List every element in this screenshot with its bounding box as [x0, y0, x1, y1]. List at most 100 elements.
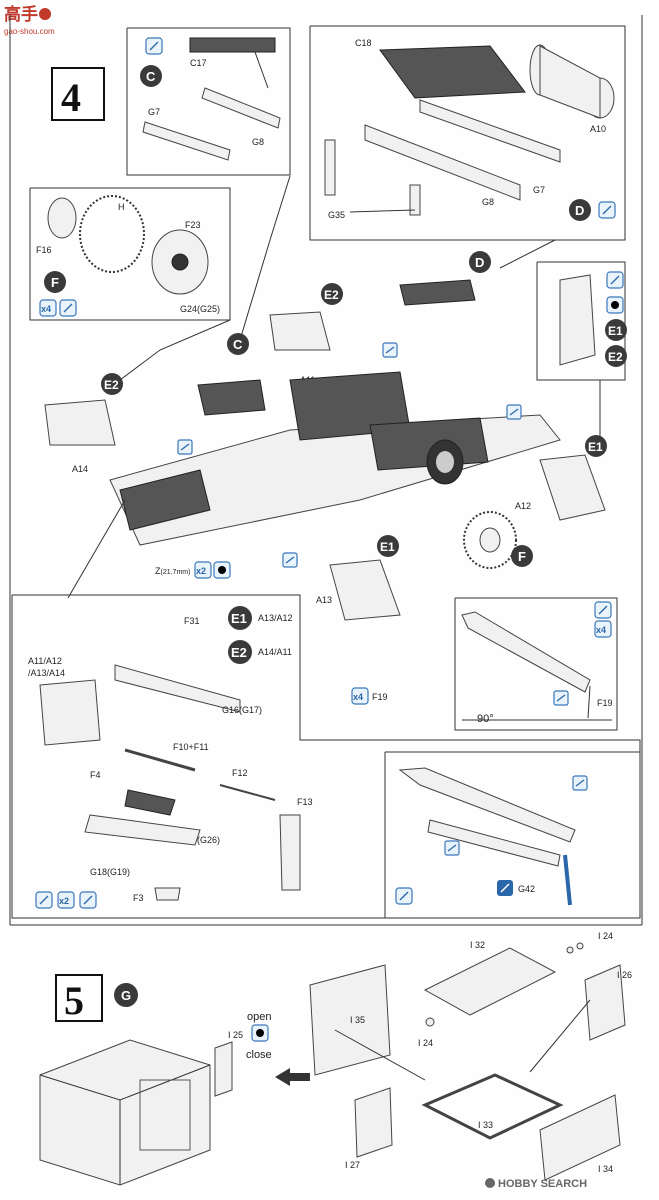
label-A14: A14: [72, 464, 88, 474]
code-c-circle: C: [140, 65, 162, 87]
subassembly-d-box: C18 A10 G7 G8 G35 D: [309, 25, 626, 241]
open-label: open: [247, 1011, 271, 1023]
shelter-container: [39, 1039, 211, 1186]
label-E2-pair: A14/A11: [258, 647, 292, 657]
code-d-circle: D: [569, 199, 591, 221]
outrigger-box: E1 E2: [536, 261, 627, 381]
sand-icon: [553, 690, 569, 706]
svg-text:C: C: [146, 69, 156, 84]
close-label: close: [246, 1049, 272, 1061]
svg-text:E1: E1: [608, 324, 623, 338]
code-d-circle: D: [469, 251, 491, 273]
glue-icon: [606, 271, 624, 289]
g42-detail-box: G42: [384, 751, 641, 919]
outrigger-detail-box: F31 E1 A13/A12 E2 A14/A11 A11/A12 /A13/A…: [11, 499, 641, 919]
label-C17: C17: [190, 58, 207, 68]
x4-icon: x4: [39, 299, 57, 317]
label-G16: G16(G17): [222, 705, 262, 715]
svg-text:E1: E1: [588, 440, 603, 454]
svg-text:C: C: [233, 337, 243, 352]
label-F31: F31: [184, 616, 200, 626]
code-g-circle: G: [114, 983, 138, 1007]
label-F4: F4: [90, 770, 101, 780]
label-E1-pair: A13/A12: [258, 613, 293, 623]
label-Z: Z(21.7mm): [155, 566, 190, 576]
watermark-hobbysearch: HOBBY SEARCH: [485, 1178, 587, 1190]
svg-text:x4: x4: [353, 692, 363, 702]
glue-icon: [594, 601, 612, 619]
code-f-circle: F: [511, 545, 533, 567]
step-5-number: 5: [64, 978, 84, 1023]
label-G35: G35: [328, 210, 345, 220]
svg-text:E1: E1: [231, 611, 247, 626]
label-I35: I 35: [350, 1015, 365, 1025]
label-I26: I 26: [617, 970, 632, 980]
label-F19-detail: F19: [597, 698, 613, 708]
watermark-site: gao-shou.com: [4, 27, 55, 36]
x4-icon: x4: [594, 620, 612, 638]
label-G42: G42: [518, 884, 535, 894]
svg-text:x4: x4: [41, 304, 51, 314]
sand-icon: [382, 342, 398, 358]
subassembly-c-box: C C17 G7 G8: [126, 27, 291, 176]
code-e1-circle: E1: [377, 535, 399, 557]
f19-detail-box: x4 90° F19: [454, 597, 618, 731]
label-I24-top: I 24: [598, 931, 613, 941]
label-G7-d: G7: [533, 185, 545, 195]
step-4-badge: 4: [51, 67, 105, 121]
label-G24: G24(G25): [180, 304, 220, 314]
svg-text:E2: E2: [231, 645, 247, 660]
label-G7: G7: [148, 107, 160, 117]
svg-text:E2: E2: [608, 350, 623, 364]
code-e2-circle: E2: [321, 283, 343, 305]
svg-text:x2: x2: [196, 566, 206, 576]
glue-icon: [145, 37, 163, 55]
x2-icon: x2: [194, 561, 212, 579]
trailer-main-assembly: D E2 A11 C E2 A14 E1 A12 F E1 A13 Z(21.7…: [44, 175, 607, 621]
label-G8-d: G8: [482, 197, 494, 207]
code-c-circle: C: [227, 333, 249, 355]
x2-icon: x2: [57, 891, 75, 909]
sand-icon: [506, 404, 522, 420]
sand-icon: [177, 439, 193, 455]
g42-paint-icon: [497, 880, 513, 896]
code-e2-circle: E2: [605, 345, 627, 367]
label-F19-count: F19: [372, 692, 388, 702]
code-f-circle: F: [44, 271, 66, 293]
label-A-group2: /A13/A14: [28, 668, 65, 678]
x4-icon: x4: [351, 687, 369, 705]
watermark-logo: 高手 gao-shou.com: [4, 4, 55, 36]
label-A-group: A11/A12: [28, 656, 62, 666]
svg-text:E2: E2: [324, 288, 339, 302]
svg-text:G: G: [121, 988, 131, 1003]
step-4-number: 4: [61, 75, 81, 120]
svg-text:x2: x2: [59, 896, 69, 906]
label-A12: A12: [515, 501, 531, 511]
svg-text:D: D: [575, 203, 584, 218]
open-close-icon: [213, 561, 231, 579]
sand-icon: [444, 840, 460, 856]
sand-icon: [572, 775, 588, 791]
svg-text:x4: x4: [596, 625, 606, 635]
label-I27: I 27: [345, 1160, 360, 1170]
label-G27: G27(G26): [180, 835, 220, 845]
label-I34: I 34: [598, 1164, 613, 1174]
label-I33: I 33: [478, 1120, 493, 1130]
label-F16: F16: [36, 245, 52, 255]
glue-icon: [598, 201, 616, 219]
label-G8: G8: [252, 137, 264, 147]
code-e1-circle: E1: [585, 435, 607, 457]
code-e2-circle: E2: [228, 640, 252, 664]
svg-text:E1: E1: [380, 540, 395, 554]
watermark-hobbysearch-text: HOBBY SEARCH: [498, 1178, 587, 1190]
svg-text:F: F: [518, 549, 526, 564]
label-F13: F13: [297, 797, 313, 807]
label-F12: F12: [232, 768, 248, 778]
label-A13: A13: [316, 595, 332, 605]
label-G18: G18(G19): [90, 867, 130, 877]
f19-callout: x4 F19: [351, 687, 388, 705]
label-F23: F23: [185, 220, 201, 230]
sand-icon: [282, 552, 298, 568]
label-A10: A10: [590, 124, 606, 134]
